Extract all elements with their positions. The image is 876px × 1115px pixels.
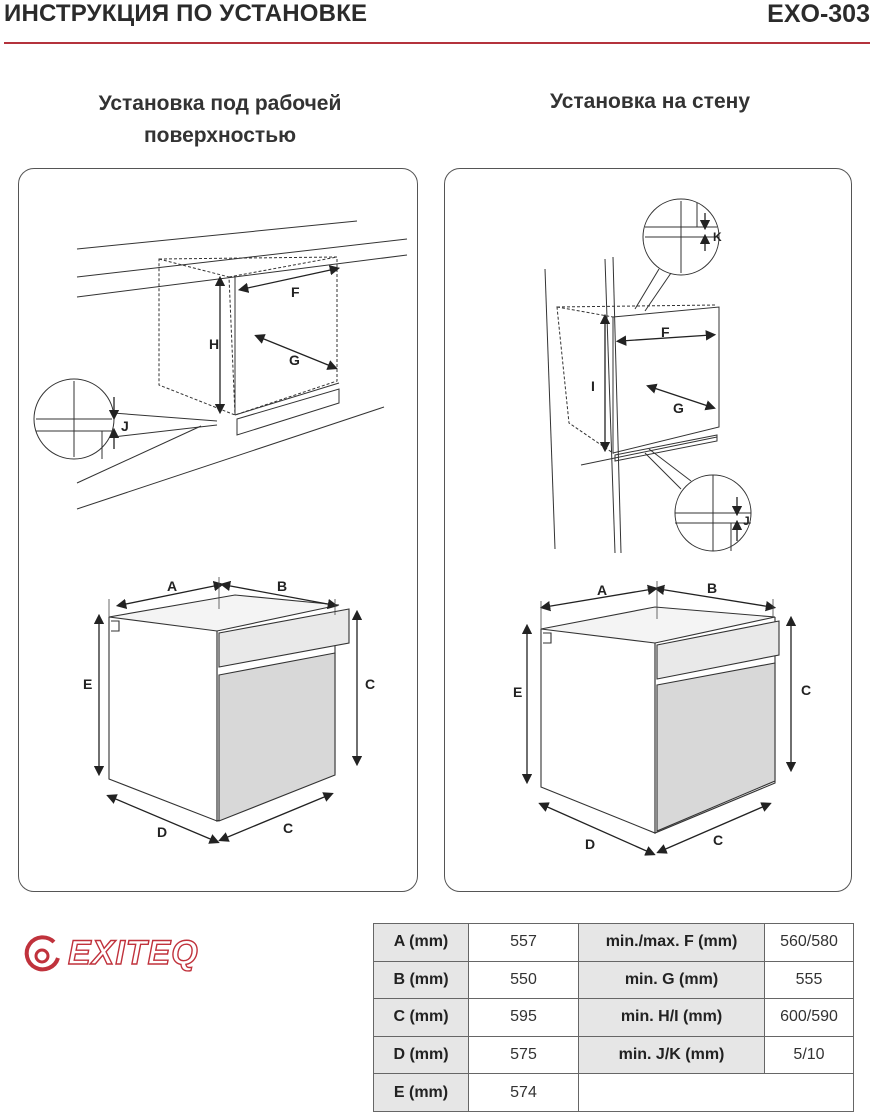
row-label-2: min. H/I (mm) (578, 998, 765, 1037)
dim-label-B: B (277, 578, 287, 594)
row-value-2: 555 (764, 960, 854, 1000)
wall-install-title: Установка на стену (549, 90, 751, 113)
wall-dim-label-D: D (585, 836, 595, 852)
row-label: A (mm) (373, 923, 469, 962)
wall-dim-label-F: F (661, 324, 670, 340)
empty-cell (578, 1073, 854, 1112)
header-divider (4, 42, 870, 44)
dim-label-C-width: C (283, 820, 293, 836)
model-name: EXO-303 (767, 0, 870, 28)
dim-label-J: J (121, 418, 129, 434)
under-counter-title-line1: Установка под рабочей (98, 92, 342, 115)
table-row: C (mm) 595 min. H/I (mm) 600/590 (373, 998, 854, 1037)
row-value: 557 (468, 923, 579, 962)
dimensions-table: A (mm) 557 min./max. F (mm) 560/580 B (m… (373, 923, 854, 1112)
row-label: E (mm) (373, 1073, 469, 1112)
exiteq-logo-icon (24, 935, 60, 972)
dim-label-A: A (167, 578, 177, 594)
row-value-2: 600/590 (764, 998, 854, 1037)
wall-dim-label-I: I (591, 378, 595, 394)
exiteq-logo: EXITEQ (18, 928, 198, 978)
row-value: 550 (468, 960, 579, 1000)
row-value: 595 (468, 998, 579, 1037)
document-title: ИНСТРУКЦИЯ ПО УСТАНОВКЕ (4, 0, 368, 27)
table-row: B (mm) 550 min. G (mm) 555 (373, 960, 854, 1000)
row-label-2: min./max. F (mm) (578, 923, 765, 962)
wall-dim-label-C-height: C (801, 682, 811, 698)
row-value-2: 5/10 (764, 1035, 854, 1075)
row-label: D (mm) (373, 1035, 469, 1075)
wall-dim-label-G: G (673, 400, 684, 416)
wall-install-diagram: F I G K J A B E C D (513, 198, 811, 856)
dim-label-C-height: C (365, 676, 375, 692)
row-value: 575 (468, 1035, 579, 1075)
wall-dim-label-J: J (743, 514, 750, 528)
wall-dim-label-C-width: C (713, 832, 723, 848)
row-value: 574 (468, 1073, 579, 1112)
table-row: E (mm) 574 (373, 1073, 854, 1112)
dim-label-G: G (289, 352, 300, 368)
row-label: C (mm) (373, 998, 469, 1037)
row-value-2: 560/580 (764, 923, 854, 962)
wall-dim-label-E: E (513, 684, 522, 700)
under-counter-diagram-panel: F H G J A B E C D C (18, 168, 418, 892)
wall-dim-label-B: B (707, 580, 717, 596)
dim-label-F: F (291, 284, 300, 300)
exiteq-logo-text: EXITEQ (67, 933, 199, 972)
dim-label-H: H (209, 336, 219, 352)
wall-install-diagram-panel: F I G K J A B E C D (444, 168, 852, 892)
wall-dim-label-A: A (597, 582, 607, 598)
dim-label-E: E (83, 676, 92, 692)
row-label: B (mm) (373, 960, 469, 1000)
under-counter-diagram: F H G J A B E C D C (33, 220, 408, 844)
under-counter-title-line2: поверхностью (143, 124, 297, 147)
table-row: D (mm) 575 min. J/K (mm) 5/10 (373, 1035, 854, 1075)
wall-dim-label-K: K (713, 230, 722, 244)
under-counter-title: Установка под рабочей поверхностью (40, 88, 400, 152)
row-label-2: min. J/K (mm) (578, 1035, 765, 1075)
table-row: A (mm) 557 min./max. F (mm) 560/580 (373, 923, 854, 962)
row-label-2: min. G (mm) (578, 960, 765, 1000)
dim-label-D: D (157, 824, 167, 840)
